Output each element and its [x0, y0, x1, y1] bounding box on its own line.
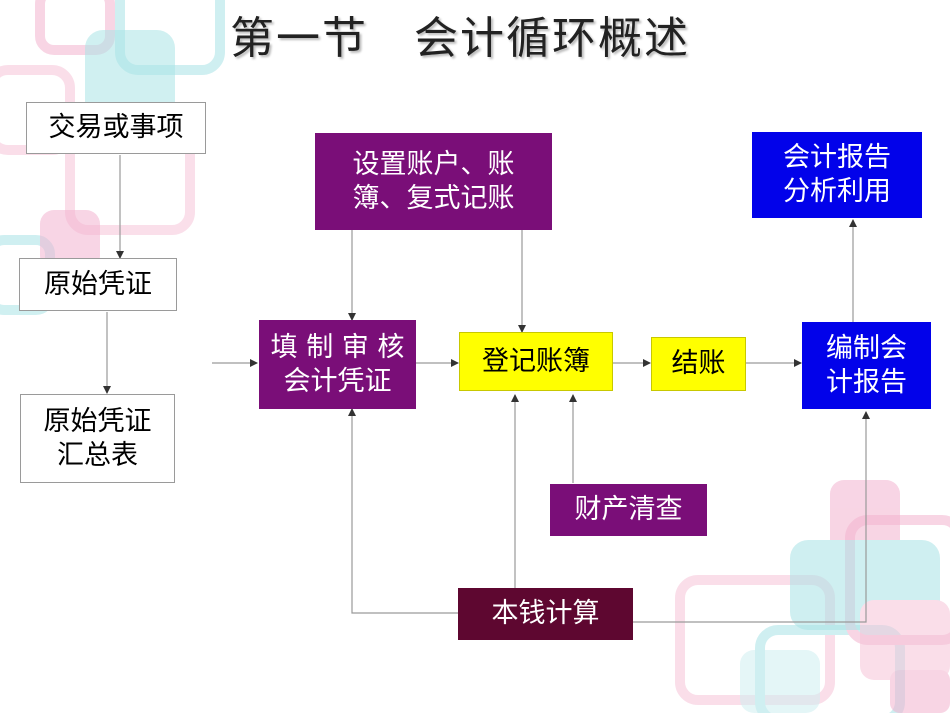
node-fill-voucher-line1: 填 制 审 核 — [270, 331, 405, 363]
node-prepare-report-line2: 计报告 — [826, 366, 907, 398]
node-property-check-label: 财产清查 — [574, 494, 683, 526]
node-prepare-report-line1: 编制会 — [826, 332, 907, 364]
node-fill-voucher-line2: 会计凭证 — [283, 365, 392, 397]
node-report-analysis: 会计报告 分析利用 — [752, 132, 922, 218]
node-voucher-summary-line1: 原始凭证 — [43, 405, 152, 437]
node-prepare-report: 编制会 计报告 — [802, 322, 931, 409]
node-register-ledger: 登记账簿 — [459, 332, 613, 391]
node-report-analysis-line2: 分析利用 — [783, 176, 891, 207]
node-closing-label: 结账 — [671, 348, 726, 380]
arrow-cost-to-report — [633, 411, 870, 623]
node-cost-calc: 本钱计算 — [458, 588, 633, 640]
node-original-voucher: 原始凭证 — [19, 258, 177, 311]
arrow-cost-to-fill — [348, 408, 458, 614]
node-register-ledger-label: 登记账簿 — [482, 345, 590, 377]
node-fill-voucher: 填 制 审 核 会计凭证 — [259, 320, 416, 409]
node-setup-accounts-line1: 设置账户、账 — [352, 148, 515, 180]
node-voucher-summary: 原始凭证 汇总表 — [20, 394, 175, 483]
node-closing: 结账 — [651, 337, 746, 391]
node-voucher-summary-line2: 汇总表 — [57, 439, 138, 471]
node-setup-accounts-line2: 簿、复式记账 — [352, 182, 515, 214]
node-property-check: 财产清查 — [550, 484, 707, 536]
node-transaction: 交易或事项 — [26, 102, 206, 154]
node-report-analysis-line1: 会计报告 — [783, 142, 891, 174]
node-original-voucher-label: 原始凭证 — [44, 268, 152, 300]
page-title: 第一节 会计循环概述 — [230, 13, 690, 64]
node-setup-accounts: 设置账户、账 簿、复式记账 — [315, 133, 552, 230]
node-transaction-label: 交易或事项 — [48, 112, 184, 144]
node-cost-calc-label: 本钱计算 — [491, 598, 600, 630]
